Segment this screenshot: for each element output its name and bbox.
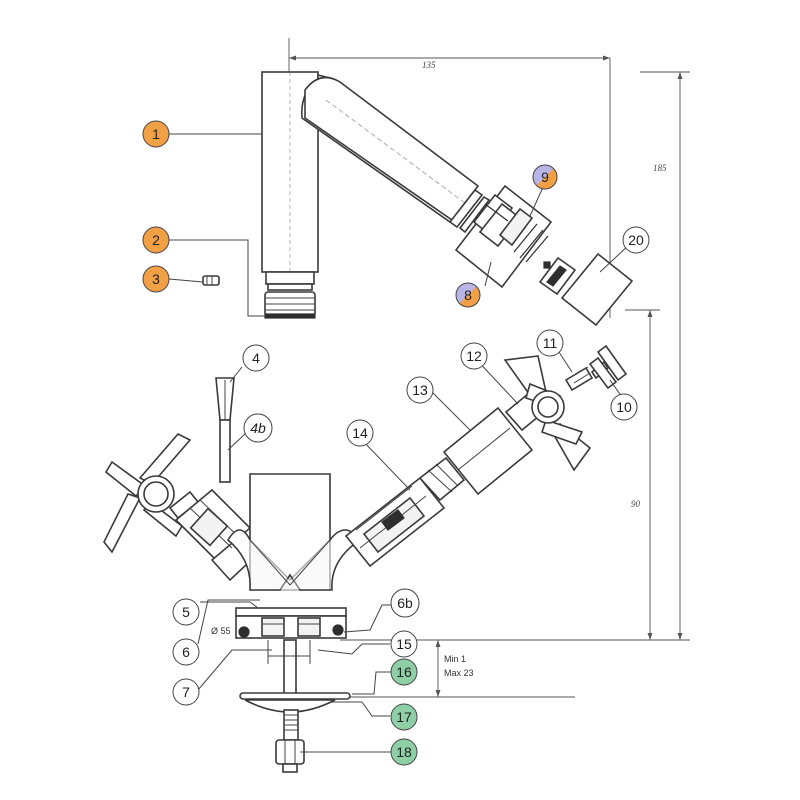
svg-text:20: 20: [628, 232, 644, 248]
svg-text:8: 8: [464, 287, 472, 303]
handle-screw: [564, 366, 594, 392]
callout-5: 5: [172, 598, 200, 626]
svg-text:1: 1: [152, 126, 160, 142]
svg-text:3: 3: [152, 271, 160, 287]
svg-text:7: 7: [182, 684, 190, 700]
svg-text:10: 10: [616, 399, 632, 415]
svg-text:6: 6: [182, 644, 190, 660]
svg-text:16: 16: [396, 664, 412, 680]
svg-text:15: 15: [396, 636, 412, 652]
callout-16: 16: [390, 658, 418, 686]
dimension-min-label: Min 1: [444, 654, 466, 664]
dimension-135-label: 135: [422, 60, 436, 70]
callout-12: 12: [460, 342, 488, 370]
callout-10: 10: [610, 393, 638, 421]
handle-cap: [588, 344, 628, 390]
svg-text:9: 9: [541, 169, 549, 185]
left-handle: [103, 433, 200, 554]
callout-6: 6: [172, 638, 200, 666]
right-cartridge: [344, 456, 466, 568]
mounting-nut: [275, 709, 305, 773]
right-handle: [503, 355, 592, 472]
spout-insert: [215, 377, 235, 483]
callout-3: 3: [142, 265, 170, 293]
svg-text:12: 12: [466, 348, 482, 364]
svg-text:2: 2: [152, 232, 160, 248]
callout-1: 1: [142, 120, 170, 148]
callout-6b: 6b: [390, 588, 420, 618]
dimension-max-label: Max 23: [444, 668, 474, 678]
callout-20: 20: [622, 226, 650, 254]
callout-2: 2: [142, 226, 170, 254]
callout-8: 8: [455, 282, 481, 308]
svg-text:13: 13: [412, 382, 428, 398]
svg-text:17: 17: [396, 709, 412, 725]
callout-4b: 4b: [243, 413, 273, 443]
dimension-lines: [288, 38, 690, 698]
callout-17: 17: [390, 703, 418, 731]
dimension-diameter-label: Ø 55: [211, 626, 231, 636]
tap-body: [226, 473, 362, 639]
callout-14: 14: [346, 419, 374, 447]
right-valve-sleeve: [442, 406, 534, 496]
spout-cap: [538, 252, 634, 327]
svg-text:14: 14: [352, 425, 368, 441]
grub-screw: [202, 275, 220, 286]
svg-text:18: 18: [396, 744, 412, 760]
callout-11: 11: [536, 329, 564, 357]
svg-text:4b: 4b: [250, 420, 266, 436]
mounting-rod: [267, 639, 311, 699]
callout-4: 4: [242, 344, 270, 372]
callout-15: 15: [390, 630, 418, 658]
svg-text:4: 4: [252, 350, 260, 366]
svg-text:6b: 6b: [397, 595, 413, 611]
leader-lines: [168, 133, 631, 753]
callout-13: 13: [406, 376, 434, 404]
svg-text:5: 5: [182, 604, 190, 620]
spout: [261, 71, 491, 291]
svg-text:11: 11: [543, 335, 558, 351]
spout-nut: [264, 291, 316, 319]
callout-7: 7: [172, 678, 200, 706]
dimension-90-label: 90: [631, 499, 641, 509]
callout-9: 9: [532, 164, 558, 190]
callout-18: 18: [390, 738, 418, 766]
dimension-185-label: 185: [653, 163, 667, 173]
aerator-assembly: [454, 184, 553, 289]
